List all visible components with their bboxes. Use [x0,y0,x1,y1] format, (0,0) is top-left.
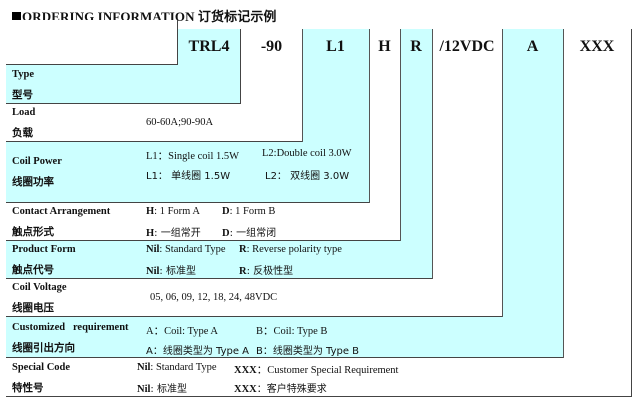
load-label-en: Load [12,107,36,118]
product-form-nil-cn: Nil: 标准型 [146,266,196,277]
load-label-cn: 负载 [12,127,33,139]
customized-label-en: Customized requirement [12,322,129,333]
special-label-en: Special Code [12,362,71,373]
column-divider [432,29,433,279]
contact-label-en: Contact Arrangement [12,206,111,217]
contact-h-cn: H: 一组常开 [146,228,201,239]
column-divider [400,29,401,241]
coil-power-label-cn: 线圈功率 [12,176,54,188]
code-voltage: /12VDC [439,38,495,55]
code-special: XXX [579,38,615,55]
customized-a-en: A：Coil: Type A [146,326,218,337]
coil-power-l2-cn: L2： 双线圈 3.0W [265,171,350,182]
code-type: TRL4 [188,38,230,55]
type-label-en: Type [12,69,34,80]
coil-voltage-label-en: Coil Voltage [12,282,67,293]
coil-power-l1-en: L1：Single coil 1.5W [146,151,240,162]
customized-b-en: B：Coil: Type B [256,326,328,337]
top-left-blank [6,20,178,65]
contact-h-en: H: 1 Form A [146,206,200,217]
column-divider [369,29,370,203]
product-form-nil-en: Nil: Standard Type [146,244,226,255]
contact-d-en: D: 1 Form B [222,206,276,217]
column-divider [563,29,564,358]
coil-power-l2-en: L2:Double coil 3.0W [262,148,352,159]
customized-a-cn: A：线圈类型为 Type A [146,346,250,357]
square-bullet-icon [12,12,21,21]
contact-label-cn: 触点形式 [12,226,54,238]
coil-voltage-label-cn: 线圈电压 [12,302,54,314]
product-form-r-en: R: Reverse polarity type [239,244,342,255]
column-divider [502,29,503,317]
contact-d-cn: D: 一组常闭 [222,228,277,239]
product-form-label-en: Product Form [12,244,76,255]
code-contact: H [378,38,391,55]
special-nil-cn: Nil: 标准型 [137,384,187,395]
product-form-label-cn: 触点代号 [12,264,54,276]
code-coil-power: L1 [326,38,345,55]
special-label-cn: 特性号 [12,382,44,394]
special-xxx-en: XXX：Customer Special Requirement [234,365,399,376]
product-form-r-cn: R: 反极性型 [239,266,294,277]
customized-b-cn: B：线圈类型为 Type B [256,346,360,357]
load-value: 60-60A;90-90A [146,117,214,128]
special-xxx-cn: XXX：客户特殊要求 [234,384,327,395]
column-divider [302,29,303,142]
customized-label-cn: 线圈引出方向 [12,342,75,354]
coil-power-label-en: Coil Power [12,156,62,167]
code-product-form: R [410,38,422,55]
type-label-cn: 型号 [12,89,33,101]
code-customized: A [526,38,539,55]
coil-voltage-value: 05, 06, 09, 12, 18, 24, 48VDC [150,292,278,303]
coil-power-l1-cn: L1： 单线圈 1.5W [146,171,231,182]
code-load: -90 [260,38,283,55]
special-nil-en: Nil: Standard Type [137,362,217,373]
